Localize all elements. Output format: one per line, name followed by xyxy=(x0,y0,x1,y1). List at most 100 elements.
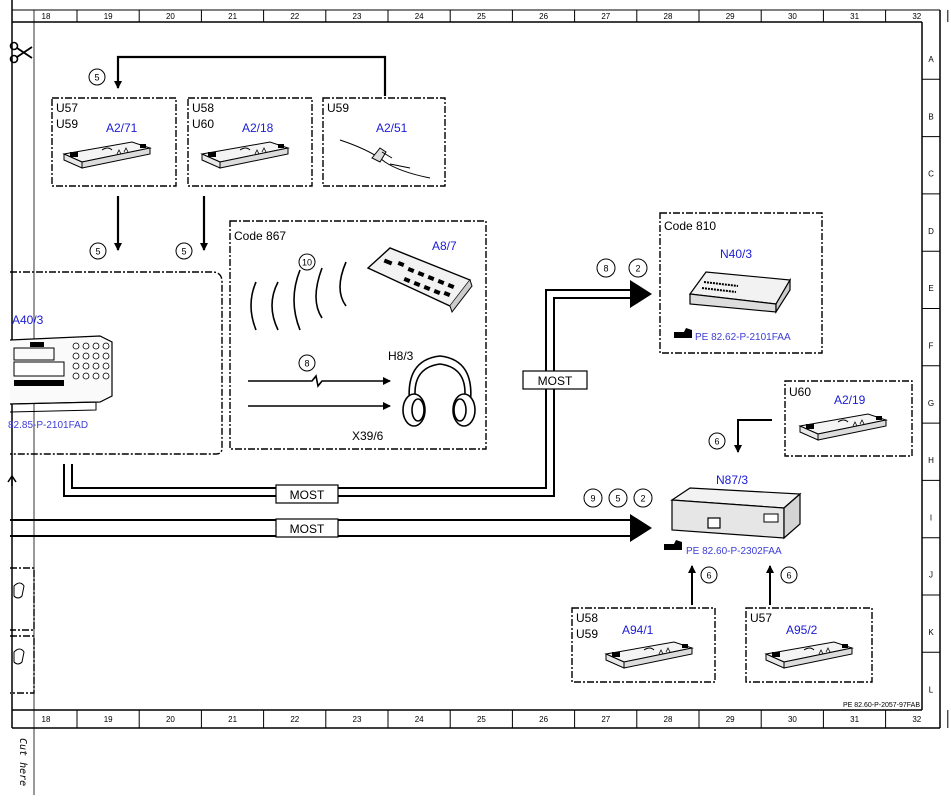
row-label: B xyxy=(928,112,933,121)
headphones-icon xyxy=(402,355,476,427)
row-label: A xyxy=(928,55,934,64)
svg-text:6: 6 xyxy=(706,571,711,581)
svg-text:U60: U60 xyxy=(789,385,811,399)
column-label: 20 xyxy=(166,12,175,21)
antenna-module-icon xyxy=(63,141,151,169)
markers-n87: 9 5 2 xyxy=(583,488,653,508)
column-label: 32 xyxy=(912,12,921,21)
component-a2-18: A2/18 xyxy=(242,121,274,135)
svg-text:2: 2 xyxy=(635,264,640,274)
column-label: 32 xyxy=(912,715,921,724)
row-label: E xyxy=(928,284,933,293)
column-label: 31 xyxy=(850,12,859,21)
ir-signal-arrow xyxy=(248,374,391,388)
box-u59-a2-51: U59 A2/51 xyxy=(322,97,446,187)
column-label: 20 xyxy=(166,715,175,724)
connector-x39-6: X39/6 xyxy=(352,429,384,443)
remote-control-icon xyxy=(366,247,473,314)
column-label: 22 xyxy=(290,12,299,21)
column-label: 23 xyxy=(353,12,362,21)
marker-headphone xyxy=(298,354,316,372)
svg-text:U59: U59 xyxy=(327,101,349,115)
code-867-title: Code 867 xyxy=(234,229,286,243)
column-label: 29 xyxy=(726,715,735,724)
svg-text:5: 5 xyxy=(95,247,100,257)
column-label: 26 xyxy=(539,715,548,724)
link-a2-19: 6 xyxy=(708,419,772,453)
svg-text:U57: U57 xyxy=(750,611,772,625)
column-label: 27 xyxy=(601,715,610,724)
cut-here-text: Cut here xyxy=(17,738,28,786)
ref-a40-3: 82.85-P-2101FAD xyxy=(8,420,88,431)
box-u57-a95-2: U57 A95/2 xyxy=(745,607,873,683)
box-code-867: Code 867 A8/7 10 xyxy=(229,220,487,450)
svg-text:10: 10 xyxy=(302,258,312,268)
svg-text:5: 5 xyxy=(94,73,99,83)
svg-text:2: 2 xyxy=(640,494,645,504)
marker-n40-8: 8 xyxy=(596,258,616,278)
row-label: L xyxy=(929,685,934,694)
box-a40-3: A40/3 82.85-P-2101FAD xyxy=(8,271,223,455)
box-u60-a2-19: U60 A2/19 xyxy=(784,380,913,457)
component-a2-19: A2/19 xyxy=(834,393,866,407)
column-label: 30 xyxy=(788,715,797,724)
ir-waves xyxy=(250,261,347,331)
column-label: 27 xyxy=(601,12,610,21)
component-a40-3: A40/3 xyxy=(12,313,44,327)
svg-text:9: 9 xyxy=(590,494,595,504)
svg-text:6: 6 xyxy=(786,571,791,581)
marker-n40-2: 2 xyxy=(628,258,648,278)
code-810-title: Code 810 xyxy=(664,219,716,233)
row-label: G xyxy=(928,399,934,408)
column-label: 21 xyxy=(228,715,237,724)
column-label: 26 xyxy=(539,12,548,21)
most-label-lower: MOST xyxy=(275,518,339,538)
document-id: PE 82.60-P-2057-97FAB xyxy=(843,702,920,709)
component-a94-1: A94/1 xyxy=(622,623,654,637)
column-label: 18 xyxy=(42,715,51,724)
column-label: 18 xyxy=(42,12,51,21)
row-label: I xyxy=(930,513,932,522)
link-a95-2: 6 xyxy=(766,565,798,605)
row-label: K xyxy=(928,628,934,637)
column-label: 19 xyxy=(104,715,113,724)
pointing-hand-icon xyxy=(664,540,682,550)
row-label: J xyxy=(929,571,933,580)
antenna-module-icon xyxy=(201,141,289,169)
row-label: C xyxy=(928,170,934,179)
column-label: 30 xyxy=(788,12,797,21)
svg-text:6: 6 xyxy=(714,437,719,447)
row-label: D xyxy=(928,227,934,236)
ref-n40-3: PE 82.62-P-2101FAA xyxy=(695,332,791,343)
column-label: 24 xyxy=(415,715,424,724)
scissors-icon xyxy=(9,41,33,64)
marker-ir xyxy=(298,253,316,271)
component-a8-7: A8/7 xyxy=(432,239,457,253)
box-u58-u60-a2-18: U58 U60 A2/18 xyxy=(187,97,313,187)
component-n40-3: N40/3 xyxy=(720,247,752,261)
svg-text:5: 5 xyxy=(615,494,620,504)
most-bus-upper xyxy=(63,280,652,497)
column-label: 21 xyxy=(228,12,237,21)
left-partial-boxes xyxy=(10,567,35,694)
down-arrow-left: 5 xyxy=(89,196,122,260)
component-n87-3-group: N87/3 PE 82.60-P-2302FAA xyxy=(664,473,802,557)
box-code-810: Code 810 N40/3 PE 82.62-P-2101FAA xyxy=(659,212,823,354)
antenna-module-icon xyxy=(799,413,887,441)
row-label: F xyxy=(929,342,934,351)
svg-text:U59: U59 xyxy=(576,627,598,641)
column-label: 28 xyxy=(664,715,673,724)
svg-text:8: 8 xyxy=(603,264,608,274)
link-a94-1: 6 xyxy=(688,565,718,605)
component-h8-3: H8/3 xyxy=(388,349,414,363)
svg-text:MOST: MOST xyxy=(290,522,325,536)
svg-text:5: 5 xyxy=(181,247,186,257)
box-u57-u59-a2-71: U57 U59 A2/71 xyxy=(51,97,177,187)
svg-text:MOST: MOST xyxy=(290,488,325,502)
top-loop-arrow xyxy=(114,55,387,96)
column-label: 28 xyxy=(664,12,673,21)
